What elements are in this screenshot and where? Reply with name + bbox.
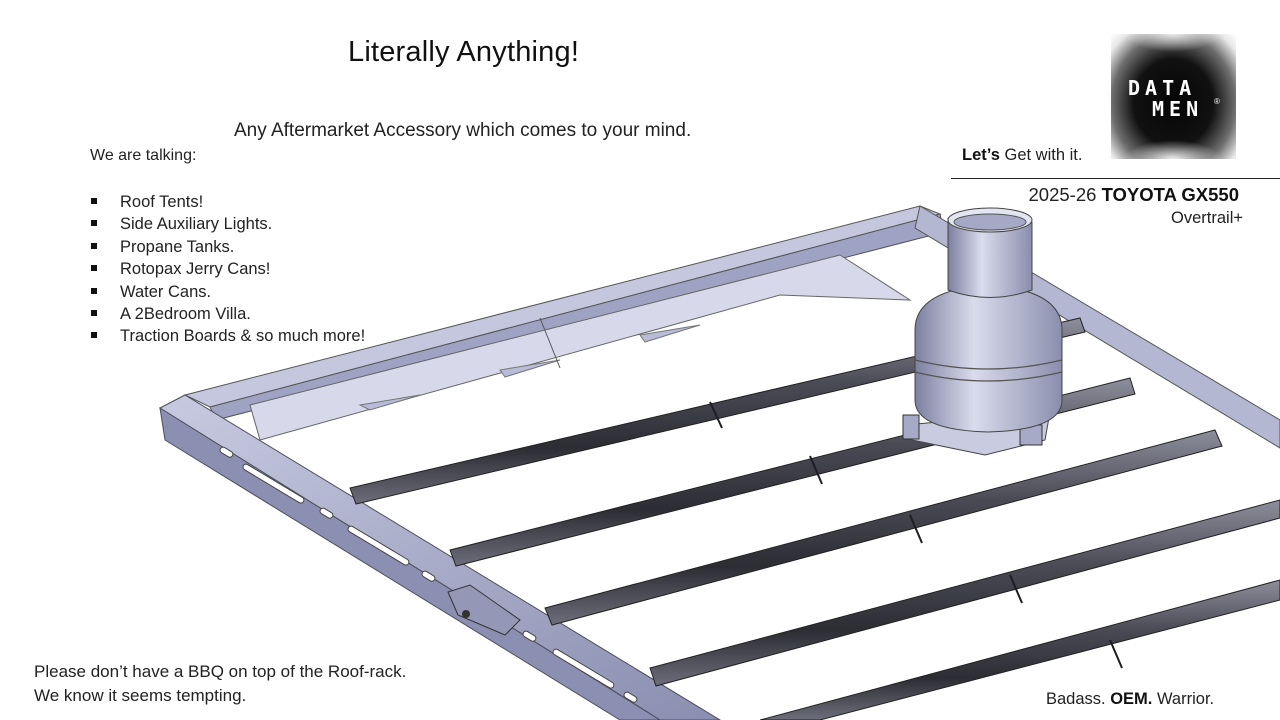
footnote: Please don’t have a BBQ on top of the Ro… <box>34 662 407 705</box>
list-item: Rotopax Jerry Cans! <box>90 258 365 280</box>
datamen-logo: DATA MEN ® <box>1111 34 1236 159</box>
list-item: Propane Tanks. <box>90 236 365 258</box>
bullet-square-icon <box>91 310 97 317</box>
bullet-square-icon <box>91 332 97 339</box>
vehicle-trim: Overtrail+ <box>1171 209 1243 227</box>
page-subtitle: Any Aftermarket Accessory which comes to… <box>234 120 692 141</box>
propane-tank-icon <box>902 207 1063 456</box>
list-item: Water Cans. <box>90 281 365 303</box>
tagline: Badass. OEM. Warrior. <box>1046 690 1215 708</box>
bullet-square-icon <box>91 287 97 294</box>
list-item: A 2Bedroom Villa. <box>90 303 365 325</box>
bullet-square-icon <box>91 242 97 249</box>
logo-highlight-bottom <box>1123 140 1223 159</box>
list-item: Side Auxiliary Lights. <box>90 213 365 235</box>
intro-text: We are talking: <box>90 147 197 164</box>
header-divider <box>951 178 1280 179</box>
vehicle-model: 2025-26 TOYOTA GX550 <box>1028 184 1239 205</box>
list-item: Roof Tents! <box>90 191 365 213</box>
list-item: Traction Boards & so much more! <box>90 325 365 347</box>
page-title: Literally Anything! <box>348 36 580 68</box>
registered-mark: ® <box>1214 97 1220 106</box>
bullet-square-icon <box>91 265 97 272</box>
bullet-square-icon <box>91 220 97 227</box>
call-to-action: Let’s Get with it. <box>962 146 1083 164</box>
logo-highlight-top <box>1123 34 1223 52</box>
accessory-list: Roof Tents! Side Auxiliary Lights. Propa… <box>90 191 365 348</box>
logo-wordmark: DATA MEN <box>1128 76 1204 121</box>
bullet-square-icon <box>91 198 97 204</box>
